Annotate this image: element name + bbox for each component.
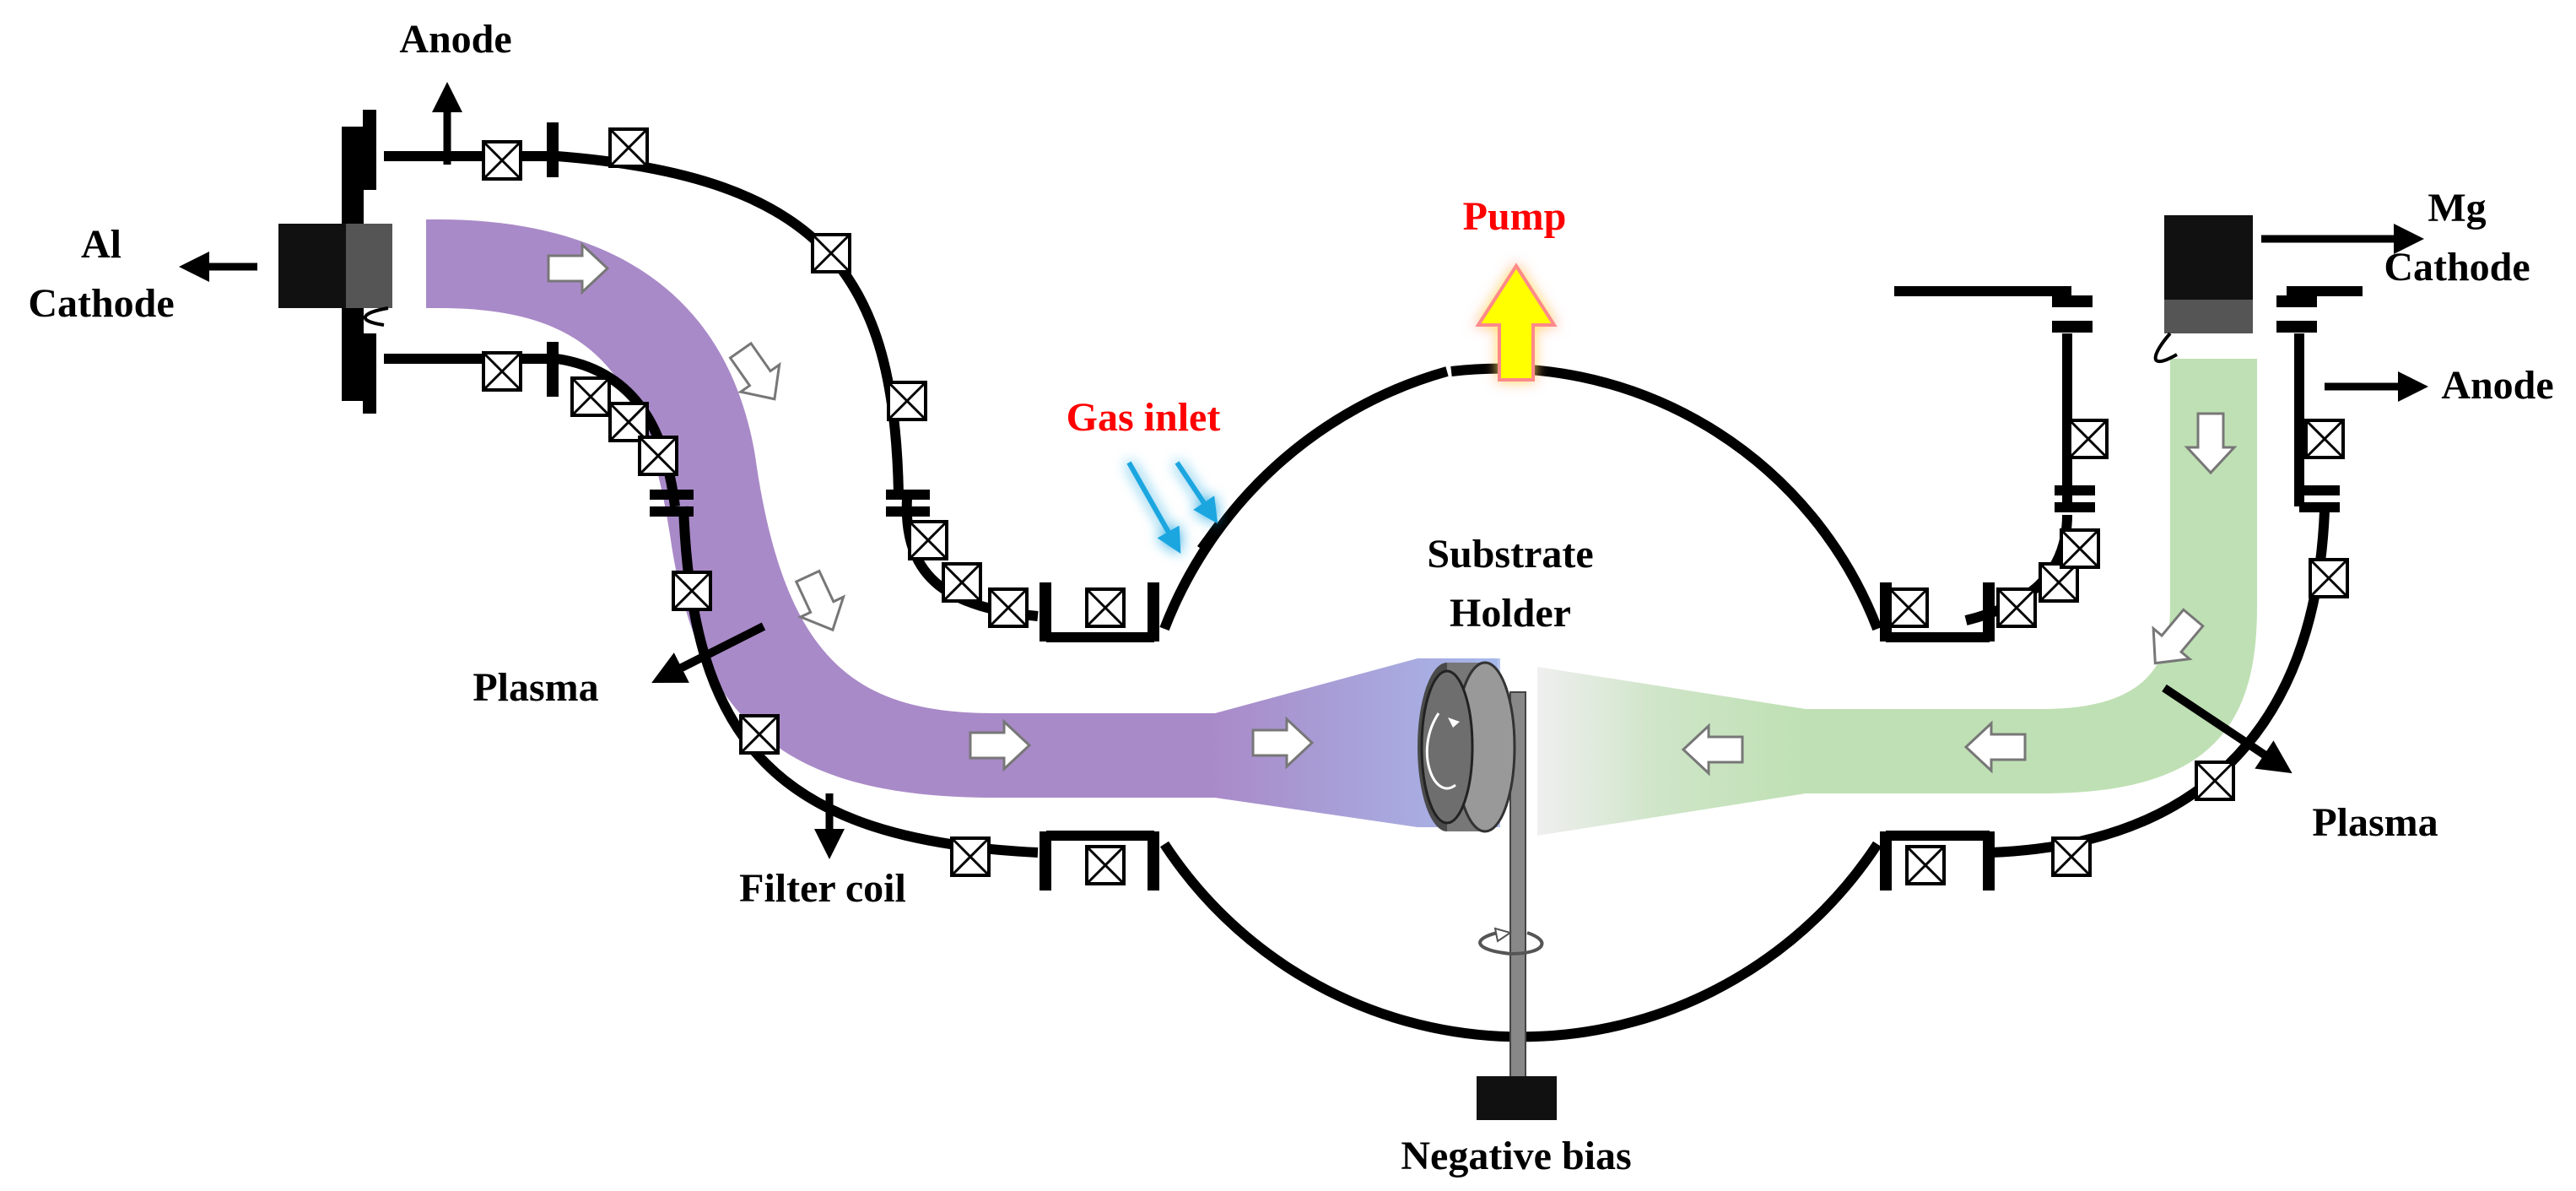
- al-plasma-beam: [426, 219, 1498, 827]
- anode-right-label: Anode: [2441, 363, 2553, 408]
- gas-inlet-label: Gas inlet: [1067, 395, 1221, 440]
- negative-bias-label: Negative bias: [1401, 1134, 1631, 1178]
- anode-left-label: Anode: [399, 17, 511, 62]
- al-cathode-label-line2: Cathode: [28, 281, 174, 326]
- mg-filter-duct: [1880, 286, 2363, 891]
- mg-cathode-block: [2153, 215, 2253, 364]
- mg-cathode-label-line1: Mg: [2427, 186, 2486, 230]
- mg-plasma-beam: [1537, 359, 2257, 836]
- gas-inlet: [1126, 461, 1223, 555]
- filter-coil-label: Filter coil: [739, 866, 906, 911]
- substrate-holder-label-line1: Substrate: [1427, 532, 1593, 577]
- substrate-holder-label-line2: Holder: [1450, 591, 1571, 636]
- diagram-labels: Anode Al Cathode Plasma Filter coil Gas …: [28, 17, 2553, 1178]
- mg-cathode-label-line2: Cathode: [2384, 245, 2530, 290]
- connection-arrows: [179, 82, 2428, 859]
- substrate-holder: [1418, 658, 1557, 1120]
- al-cathode-block: [278, 224, 392, 327]
- pump-arrow: [1475, 263, 1558, 382]
- al-cathode-label-line1: Al: [81, 222, 122, 267]
- pump-label: Pump: [1463, 194, 1567, 239]
- plasma-right-label: Plasma: [2312, 800, 2438, 845]
- plasma-left-label: Plasma: [473, 665, 598, 710]
- plasma-flow-arrows: [547, 241, 2238, 777]
